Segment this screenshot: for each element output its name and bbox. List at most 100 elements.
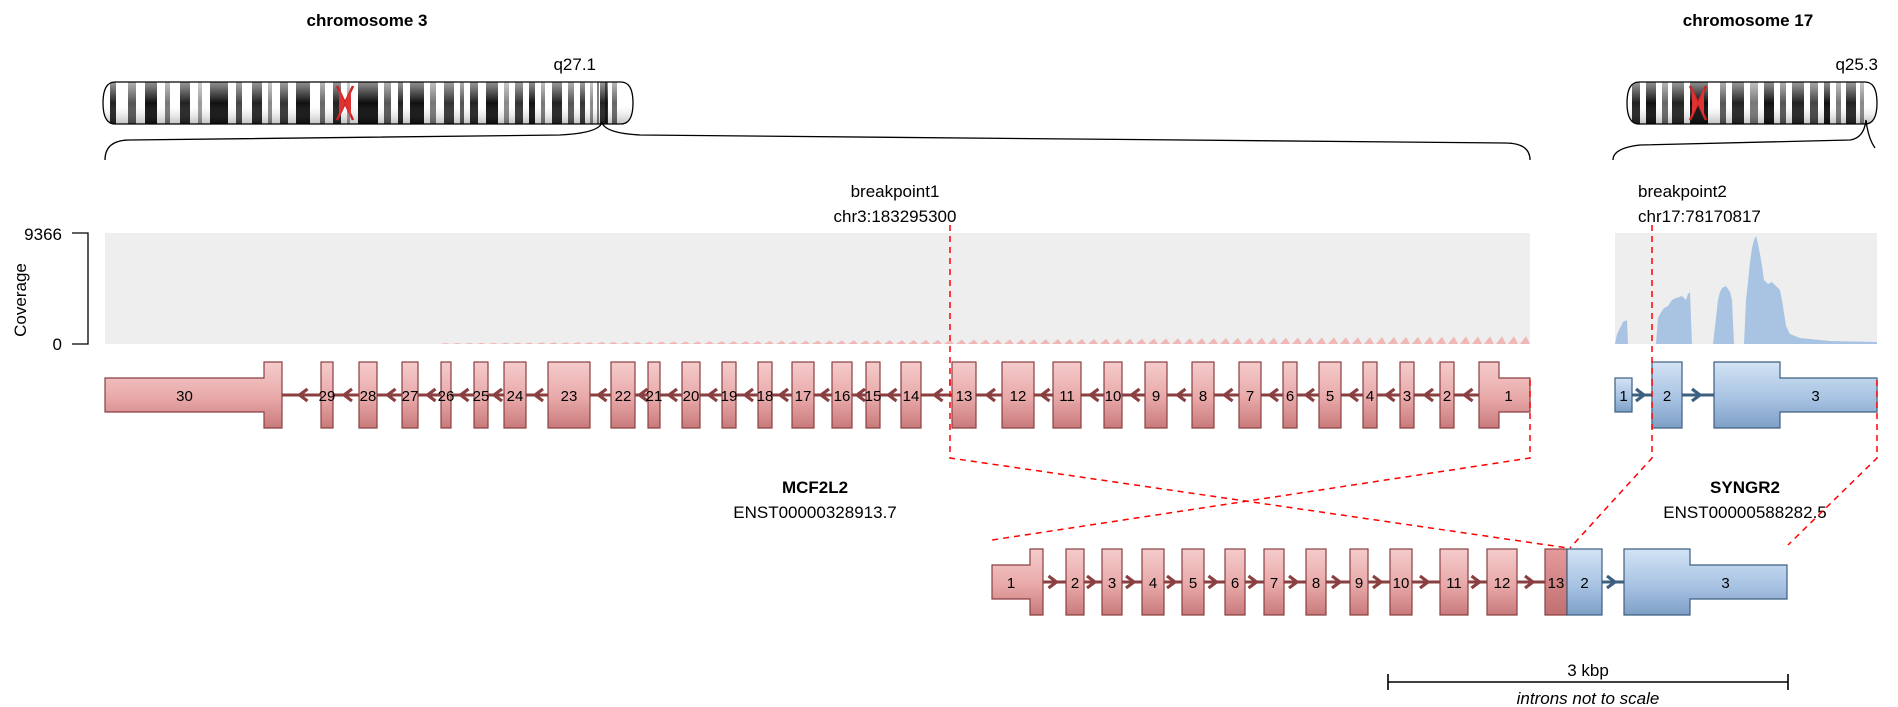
gene1-exon-12 [1001, 361, 1035, 429]
gene1-intron-26 [1377, 387, 1400, 403]
gene1-intron-17 [976, 387, 1002, 403]
chromosome-right-title: chromosome 17 [1683, 11, 1813, 30]
gene1-exon-22 [610, 361, 636, 429]
gene1-intron-3 [418, 387, 441, 403]
coverage-axis-min: 0 [53, 335, 62, 354]
gene1-intron-4-head [457, 387, 470, 403]
fusion-intron-gene1-1-head [1086, 574, 1098, 590]
gene1-intron-11 [736, 387, 758, 403]
fusion-exon-gene2-label-2: 2 [1580, 575, 1588, 592]
gene1-intron-5 [488, 387, 504, 403]
gene2-name: SYNGR2 [1710, 478, 1780, 497]
fusion-exon-gene2-2 [1566, 548, 1603, 616]
gene1-exon-label-22: 22 [615, 388, 632, 405]
fusion-intron-gene1-2-head [1125, 574, 1137, 590]
gene1-exon-9 [1144, 361, 1168, 429]
gene1-exon-27 [401, 361, 419, 429]
gene1-intron-10-head [706, 387, 718, 403]
gene1-exon-label-21: 21 [646, 388, 663, 405]
chr3-bands [103, 82, 633, 124]
fusion-exon-gene1-12 [1486, 548, 1518, 616]
gene1-exon-30 [104, 361, 283, 429]
gene1-exon-label-2: 2 [1443, 388, 1451, 405]
gene1-intron-0 [282, 387, 321, 403]
gene1-exon-label-24: 24 [507, 388, 524, 405]
gene1-intron-27-head [1422, 387, 1434, 403]
gene2-exon-2 [1651, 361, 1683, 429]
gene1-exon-23 [547, 361, 591, 429]
gene2-exon-label-1: 1 [1619, 388, 1627, 405]
scale-bar-line [1387, 674, 1789, 690]
fusion-exon-gene1-2 [1065, 548, 1085, 616]
gene1-exon-6 [1282, 361, 1298, 429]
gene1-exon-label-5: 5 [1326, 388, 1334, 405]
fusion-intron-gene1-6-head [1288, 574, 1300, 590]
fusion-exon-gene1-10 [1389, 548, 1413, 616]
fusion-exon-gene1-label-1: 1 [1007, 575, 1015, 592]
fusion-intron-gene1-8-head [1372, 574, 1384, 590]
gene1-exon-3 [1399, 361, 1415, 429]
fusion-intron-gene1-4-head [1207, 574, 1220, 590]
chromosome-left-title: chromosome 3 [307, 11, 428, 30]
gene1-intron-23 [1261, 387, 1283, 403]
fusion-exon-gene1-label-4: 4 [1149, 575, 1157, 592]
gene1-exon-label-25: 25 [473, 388, 490, 405]
gene1-exon-19 [721, 361, 737, 429]
fusion-exon-gene1-label-5: 5 [1189, 575, 1197, 592]
breakpoint2-name: breakpoint2 [1638, 182, 1727, 201]
gene1-intron-19-head [1087, 387, 1100, 403]
gene1-exon-4 [1362, 361, 1378, 429]
gene1-exon-17 [791, 361, 815, 429]
gene2-intron-1-head [1691, 387, 1703, 403]
breakpoint2-position: chr17:78170817 [1638, 207, 1761, 226]
gene1-zoom-left-edge [949, 380, 1569, 549]
fusion-exon-gene1-label-13: 13 [1548, 575, 1565, 592]
gene1-exon-label-3: 3 [1403, 388, 1411, 405]
coverage-axis-label: Coverage [11, 263, 30, 337]
gene1-exon-label-10: 10 [1105, 388, 1122, 405]
gene1-exon-7 [1238, 361, 1262, 429]
gene1-zoom-right-edge [991, 380, 1531, 541]
gene1-transcript: ENST00000328913.7 [733, 503, 897, 522]
coverage-track-gene1 [105, 336, 1530, 344]
gene1-intron-15-head [885, 387, 898, 403]
chromosome-17-ideogram [1626, 81, 1878, 125]
fusion-exon-gene1-label-6: 6 [1231, 575, 1239, 592]
fusion-intron-gene1-8 [1368, 574, 1390, 590]
fusion-exon-gene2-3 [1623, 548, 1788, 616]
gene1-intron-28 [1454, 387, 1479, 403]
gene1-intron-8-head [636, 387, 649, 403]
gene1-intron-9 [660, 387, 682, 403]
gene1-exon-26 [440, 361, 452, 429]
fusion-intron-gene1-4 [1204, 574, 1225, 590]
gene1-exon-label-19: 19 [721, 388, 738, 405]
breakpoint1-name: breakpoint1 [851, 182, 940, 201]
gene1-intron-20-head [1128, 387, 1141, 403]
gene1-exon-25 [473, 361, 489, 429]
gene1-intron-14 [852, 387, 866, 403]
gene1-intron-4 [451, 387, 474, 403]
gene1-exon-label-30: 30 [176, 388, 193, 405]
gene1-intron-11-head [742, 387, 754, 403]
gene1-intron-6 [526, 387, 548, 403]
gene1-intron-2-head [384, 387, 397, 403]
chr17-shade [1627, 82, 1877, 124]
gene1-exon-label-26: 26 [438, 388, 455, 405]
scale-bar-label: 3 kbp [1567, 661, 1609, 680]
gene1-intron-1 [333, 387, 359, 403]
gene1-intron-8 [635, 387, 649, 403]
fusion-exon-gene1-6 [1224, 548, 1246, 616]
fusion-intron-gene1-5-head [1247, 574, 1260, 590]
gene1-intron-5-head [491, 387, 503, 403]
gene2-intron-0-head [1635, 387, 1647, 403]
fusion-exon-gene1-label-7: 7 [1270, 575, 1278, 592]
fusion-intron-gene1-7-head [1331, 574, 1343, 590]
gene1-exon-label-6: 6 [1286, 388, 1294, 405]
gene1-intron-15 [880, 387, 901, 403]
chromosome-right-band: q25.3 [1835, 55, 1878, 74]
coverage-axis-line [72, 232, 89, 345]
gene2-exon-label-2: 2 [1663, 388, 1671, 405]
